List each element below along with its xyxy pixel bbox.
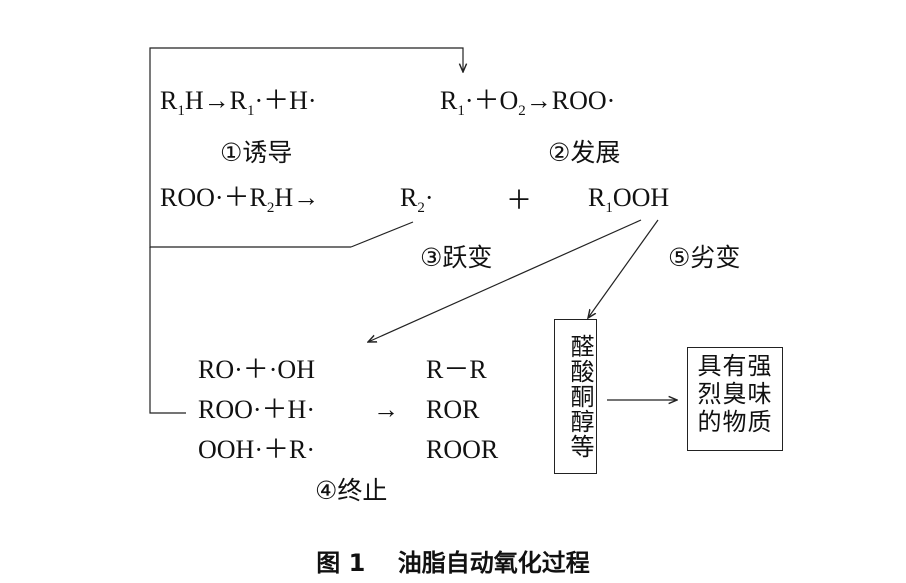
reaction-initiation: R1H→R1·＋H· xyxy=(160,86,317,120)
termination-1: RO·＋·OH xyxy=(198,355,315,384)
stage-transition: ③跃变 xyxy=(420,243,493,272)
reaction-propagation: R1·＋O2→ROO· xyxy=(440,86,616,120)
loop-line-bottom xyxy=(149,247,186,414)
loop-line-r2 xyxy=(350,221,414,248)
stage-initiation: ①诱导 xyxy=(220,138,293,167)
arrow-to-termination xyxy=(368,219,642,342)
product-2: ROR xyxy=(426,395,480,424)
stage-termination: ④终止 xyxy=(315,476,388,505)
product-3: ROOR xyxy=(426,435,499,464)
reaction-plus: ＋ xyxy=(506,186,533,215)
product-1: R－R xyxy=(426,355,487,384)
termination-3: OOH·＋R· xyxy=(198,435,315,464)
products-box: 醛酸酮醇等 xyxy=(554,319,597,474)
reaction-hydroperoxide: R1OOH xyxy=(588,183,670,217)
reaction-chain-left: ROO·＋R2H→ xyxy=(160,183,320,217)
termination-2: ROO·＋H· xyxy=(198,395,315,424)
figure-caption: 图 1 油脂自动氧化过程 xyxy=(316,549,590,577)
termination-arrow: → xyxy=(373,395,399,424)
stage-propagation: ②发展 xyxy=(548,138,621,167)
loop-line-top xyxy=(149,47,463,248)
final-products-box: 具有强烈臭味的物质 xyxy=(687,347,783,451)
stage-deterioration: ⑤劣变 xyxy=(668,243,741,272)
reaction-chain-radical: R2· xyxy=(400,183,434,217)
arrow-to-products xyxy=(588,219,659,318)
